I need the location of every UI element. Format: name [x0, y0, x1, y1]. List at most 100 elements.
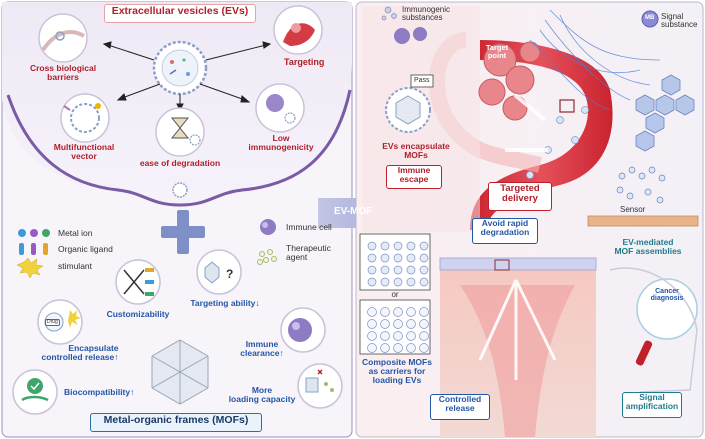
encapsulate-icon — [37, 299, 83, 345]
mof-crystal-icon — [151, 339, 209, 405]
mofs-title: Metal-organic frames (MOFs) — [103, 414, 249, 426]
degradation-label: ease of degradation — [139, 158, 221, 168]
immune-cells-top — [394, 27, 427, 44]
immune-cell-label: Immune cell — [286, 222, 332, 232]
lattice-cell — [406, 277, 416, 287]
target-box — [559, 99, 575, 113]
mofs-title-box: Metal-organic frames (MOFs) — [90, 413, 262, 432]
lattice-cell — [419, 343, 429, 353]
lattice-cell — [406, 319, 416, 329]
blood-tube — [635, 340, 653, 366]
lattice-cell — [406, 307, 416, 317]
or-label: or — [391, 290, 399, 299]
ev-membrane — [6, 89, 352, 207]
lattice-cell — [406, 331, 416, 341]
customizability-icon — [115, 259, 161, 305]
ev-arrows — [102, 41, 272, 112]
lattice-cell — [380, 331, 390, 341]
pass-badge — [410, 74, 434, 88]
svg-text:?: ? — [226, 267, 233, 281]
organic-ligand-label: Organic ligand — [58, 244, 113, 254]
targeting-icon — [273, 5, 323, 55]
lattice-cell — [367, 331, 377, 341]
evs-title: Extracellular vesicles (EVs) — [111, 5, 249, 17]
targeting-label: Targeting — [284, 57, 325, 67]
release-target-box — [494, 259, 510, 271]
lattice-cell — [393, 241, 403, 251]
encapsulate-label: Encapsulate controlled release↑ — [41, 343, 119, 362]
immune-escape-box: Immune escape — [386, 165, 442, 189]
multifunctional-label: Multifunctional vector — [53, 142, 115, 161]
lattice-cell — [380, 253, 390, 263]
pass-label: Pass — [414, 77, 430, 84]
cancer-diagnosis-circle — [636, 278, 698, 340]
lattice-cell — [367, 277, 377, 287]
lattice-cell — [367, 307, 377, 317]
ev-mof-arrow-label: EV-MOF — [334, 206, 373, 217]
lattice-cell — [380, 319, 390, 329]
lattice-cell — [393, 277, 403, 287]
evs-encapsulate-label: EVs encapsulate MOFs — [382, 141, 450, 160]
lattice-cell — [380, 265, 390, 275]
therapeutic-agent-label: Therapeutic agent — [286, 243, 331, 262]
mb-hexagons — [635, 74, 695, 152]
lattice-cell — [406, 253, 416, 263]
immune-cell-icon — [260, 219, 276, 235]
lattice-cell — [419, 307, 429, 317]
controlled-release-box: Controlled release — [430, 394, 490, 420]
loading-capacity-icon — [297, 363, 343, 409]
evs-title-box: Extracellular vesicles (EVs) — [104, 4, 256, 23]
lattice-cell — [419, 241, 429, 251]
small-ev — [172, 182, 188, 198]
immunogenic-label: Immunogenic substances — [402, 5, 451, 23]
lattice-cell — [380, 241, 390, 251]
lattice-cell — [406, 343, 416, 353]
immunogenic-icon — [381, 6, 397, 21]
stimulant-label: stimulant — [58, 261, 93, 271]
mof-film — [439, 257, 597, 271]
arm-outline — [609, 267, 698, 393]
sensor-label: Sensor — [620, 205, 646, 214]
lattice-cell — [393, 307, 403, 317]
multifunctional-icon — [60, 93, 110, 143]
plus-icon — [161, 210, 205, 254]
central-ev-icon — [152, 40, 208, 96]
mb-icon — [641, 10, 659, 28]
target-point-label: Target point — [485, 43, 509, 60]
lattice-cell — [380, 343, 390, 353]
low-immunogenicity-label: Low immunogenicity — [248, 133, 314, 152]
loading-capacity-label: More loading capacity — [228, 385, 296, 404]
mb-label: MB — [645, 15, 655, 21]
therapeutic-agent-icon — [257, 249, 277, 265]
metal-ion-label: Metal ion — [58, 228, 93, 238]
lattice-cell — [419, 331, 429, 341]
ev-encapsulated-mof-icon — [385, 87, 431, 133]
lattice-cell — [419, 265, 429, 275]
targeting-ability-icon: ? — [196, 249, 242, 295]
lattice-cell — [367, 253, 377, 263]
drug-tag: Drug — [45, 319, 60, 327]
targeting-ability-label: Targeting ability↓ — [190, 298, 260, 308]
signal-substance-label: Signal substance — [661, 12, 698, 30]
lattice-cell — [406, 241, 416, 251]
tumor-cells — [478, 41, 541, 121]
release-arrows — [478, 279, 557, 380]
lattice-cell — [419, 253, 429, 263]
immune-clearance-icon — [280, 307, 326, 353]
low-immunogenicity-icon — [255, 83, 305, 133]
lattice-cell — [380, 277, 390, 287]
lattice-cell — [393, 343, 403, 353]
lattice-cell — [367, 265, 377, 275]
lattice-cell — [367, 241, 377, 251]
composite-label: Composite MOFs as carriers for loading E… — [362, 357, 432, 385]
lattice-cell — [367, 343, 377, 353]
stimulant-icon — [16, 257, 44, 279]
lattice-cell — [419, 277, 429, 287]
signal-amplification-box: Signal amplification — [622, 392, 682, 418]
lattice-cell — [406, 265, 416, 275]
biocompatibility-icon — [12, 369, 58, 415]
metal-ion-icon — [18, 229, 50, 237]
avoid-degradation-box: Avoid rapid degradation — [472, 218, 538, 244]
lattice-cell — [393, 265, 403, 275]
